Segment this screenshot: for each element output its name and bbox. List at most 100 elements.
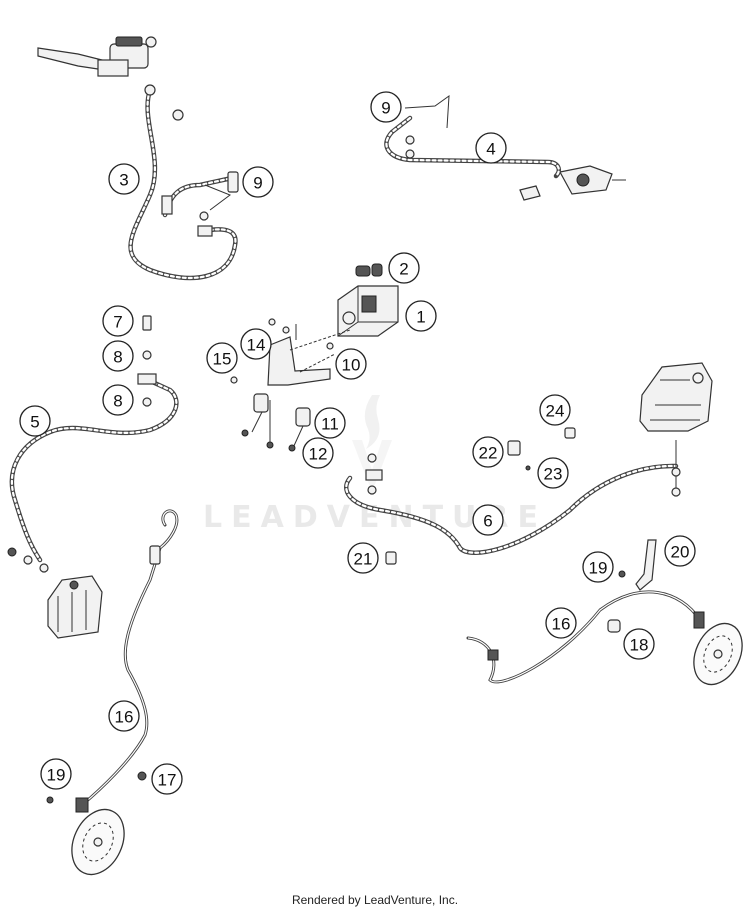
callout-circle	[545, 607, 577, 639]
callout-circle	[314, 407, 346, 439]
callout-number: 16	[115, 708, 134, 727]
footer-credit: Rendered by LeadVenture, Inc.	[291, 893, 459, 907]
callout-c22: 22	[472, 436, 504, 468]
callout-number: 6	[483, 512, 492, 531]
callout-circle	[242, 166, 274, 198]
hose-4	[384, 94, 561, 179]
callout-c15: 15	[206, 342, 238, 374]
callout-circle	[582, 551, 614, 583]
rear-sensor-cable-16	[466, 539, 705, 684]
callout-number: 5	[30, 413, 39, 432]
callout-circle	[19, 405, 51, 437]
abs-modulator	[337, 263, 399, 337]
callout-number: 7	[113, 313, 122, 332]
callout-number: 8	[113, 348, 122, 367]
front-master-cylinder	[37, 36, 157, 77]
rear-master-cylinder	[519, 165, 626, 201]
callout-number: 11	[321, 415, 339, 434]
callout-number: 21	[354, 550, 373, 569]
callout-c16b: 16	[545, 607, 577, 639]
callout-number: 19	[589, 559, 608, 578]
callout-number: 4	[486, 140, 495, 159]
callout-c11: 11	[314, 407, 346, 439]
callout-number: 1	[416, 308, 425, 327]
callout-circle	[539, 394, 571, 426]
hose-3	[128, 84, 238, 281]
callout-number: 16	[552, 615, 571, 634]
callout-number: 17	[158, 771, 177, 790]
callout-c24: 24	[539, 394, 571, 426]
callout-c7: 7	[102, 305, 134, 337]
callout-c1: 1	[405, 300, 437, 332]
callout-c17: 17	[151, 763, 183, 795]
front-sensor-cable-16	[46, 509, 179, 813]
callout-c4: 4	[475, 132, 507, 164]
callout-number: 10	[342, 356, 361, 375]
callout-circle	[347, 542, 379, 574]
callout-c8b: 8	[102, 384, 134, 416]
callout-number: 23	[544, 465, 563, 484]
callout-number: 18	[630, 636, 649, 655]
callout-circle	[475, 132, 507, 164]
watermark-logo-icon	[352, 395, 392, 492]
hose-5	[7, 315, 179, 573]
callout-number: 15	[213, 350, 232, 369]
callout-c5: 5	[19, 405, 51, 437]
callout-c18: 18	[623, 628, 655, 660]
callout-circle	[537, 457, 569, 489]
callout-circle	[388, 252, 420, 284]
callout-number: 20	[671, 543, 690, 562]
callout-circle	[623, 628, 655, 660]
callout-circle	[335, 348, 367, 380]
callout-c16a: 16	[108, 700, 140, 732]
callout-c3: 3	[108, 163, 140, 195]
callout-layer: 1234567889910111214151616171819192021222…	[19, 91, 696, 795]
callout-c2: 2	[388, 252, 420, 284]
callout-circle	[370, 91, 402, 123]
abs-bracket	[230, 318, 351, 452]
front-tone-ring	[71, 808, 125, 876]
callout-circle	[102, 305, 134, 337]
callout-circle	[102, 384, 134, 416]
callout-circle	[151, 763, 183, 795]
callout-number: 19	[47, 766, 66, 785]
callout-circle	[472, 436, 504, 468]
callout-number: 3	[119, 171, 128, 190]
callout-c9b: 9	[370, 91, 402, 123]
callout-c19b: 19	[582, 551, 614, 583]
front-brake-caliper	[47, 575, 103, 639]
callout-circle	[405, 300, 437, 332]
callout-circle	[472, 504, 504, 536]
callout-c8a: 8	[102, 340, 134, 372]
callout-c6: 6	[472, 504, 504, 536]
hose-6	[344, 440, 681, 555]
callout-number: 24	[546, 402, 565, 421]
callout-circle	[664, 535, 696, 567]
callout-number: 9	[381, 99, 390, 118]
callout-circle	[40, 758, 72, 790]
callout-c21: 21	[347, 542, 379, 574]
callout-circle	[108, 163, 140, 195]
callout-c9a: 9	[242, 166, 274, 198]
callout-circle	[206, 342, 238, 374]
callout-circle	[102, 340, 134, 372]
callout-number: 14	[247, 336, 266, 355]
callout-number: 9	[253, 174, 262, 193]
rear-tone-ring	[693, 622, 743, 686]
callout-c14: 14	[240, 328, 272, 360]
callout-c20: 20	[664, 535, 696, 567]
callout-number: 22	[479, 444, 498, 463]
callout-circle	[108, 700, 140, 732]
callout-c23: 23	[537, 457, 569, 489]
callout-number: 2	[399, 260, 408, 279]
rear-brake-caliper	[639, 362, 713, 432]
callout-circle	[240, 328, 272, 360]
callout-circle	[302, 437, 334, 469]
callout-number: 12	[309, 445, 328, 464]
callout-c19a: 19	[40, 758, 72, 790]
callout-c12: 12	[302, 437, 334, 469]
banjo-bolt-9a	[199, 171, 239, 221]
small-parts-21-24	[385, 427, 576, 565]
callout-number: 8	[113, 392, 122, 411]
